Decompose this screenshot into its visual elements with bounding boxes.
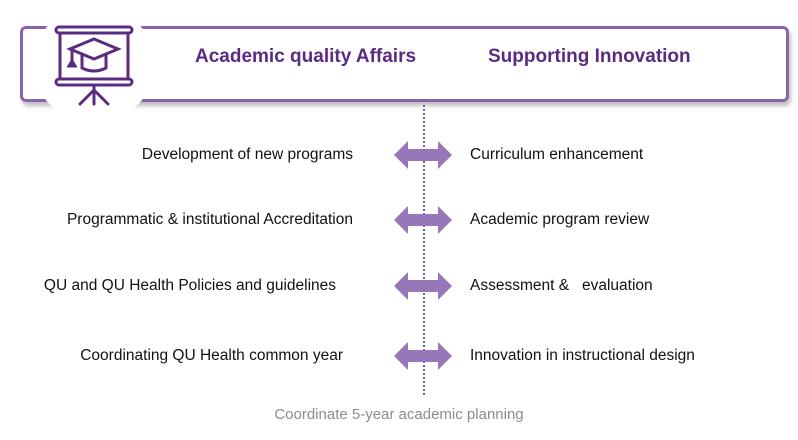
left-title: Academic quality Affairs xyxy=(195,46,417,67)
graduation-presentation-icon xyxy=(54,25,134,106)
dotted-divider xyxy=(423,100,425,395)
right-item: Assessment & evaluation xyxy=(470,277,653,294)
left-item: QU and QU Health Policies and guidelines xyxy=(43,277,336,294)
double-arrow-icon xyxy=(394,272,452,300)
left-item: Development of new programs xyxy=(141,146,353,163)
footer-text: Coordinate 5-year academic planning xyxy=(274,406,524,423)
left-item: Programmatic & institutional Accreditati… xyxy=(66,211,353,228)
double-arrow-icon xyxy=(394,141,452,169)
right-item: Academic program review xyxy=(470,211,650,228)
right-item: Innovation in instructional design xyxy=(470,347,695,364)
double-arrow-icon xyxy=(394,206,452,234)
right-title: Supporting Innovation xyxy=(488,46,691,67)
right-item: Curriculum enhancement xyxy=(470,146,644,163)
left-item: Coordinating QU Health common year xyxy=(80,347,343,364)
double-arrow-icon xyxy=(394,342,452,370)
